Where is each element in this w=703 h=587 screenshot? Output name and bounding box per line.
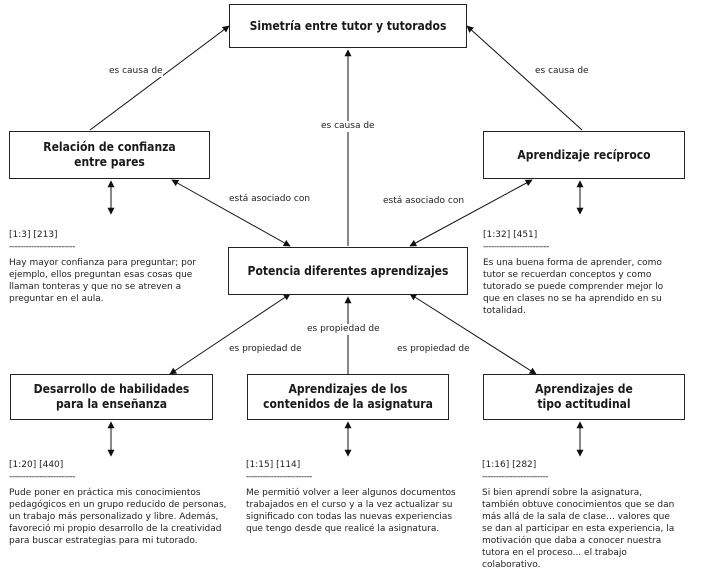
edge-actitudinal-potencia: [409, 293, 537, 375]
edge-label-propiedad-right: es propiedad de: [397, 344, 470, 355]
quote-text: Es una buena forma de aprender, como tut…: [483, 258, 664, 316]
quote-ref: [1:16] [282]: [482, 460, 537, 470]
edge-label-propiedad-left: es propiedad de: [229, 344, 302, 355]
quote-text: Hay mayor confianza para preguntar; por …: [9, 258, 197, 304]
node-contenidos: Aprendizajes de los contenidos de la asi…: [247, 374, 449, 420]
quote-text: Pude poner en práctica mis conocimientos…: [9, 488, 227, 546]
edge-label-asociado-left: está asociado con: [229, 194, 311, 205]
node-reciproco: Aprendizaje recíproco: [483, 131, 685, 179]
edge-habilidades-potencia: [169, 293, 291, 375]
edge-label-causa-center: es causa de: [321, 121, 375, 132]
quote-ref: [1:3] [213]: [9, 230, 58, 240]
node-habilidades: Desarrollo de habilidades para la enseña…: [10, 374, 213, 420]
quote-contenidos: [1:15] [114] ------------------------ Me…: [246, 459, 458, 535]
edge-reciproco-potencia: [409, 179, 533, 247]
node-actitudinal: Aprendizajes de tipo actitudinal: [483, 374, 685, 420]
quote-habilidades: [1:20] [440] ------------------------ Pu…: [9, 459, 227, 547]
quote-actitudinal: [1:16] [282] ------------------------ Si…: [482, 459, 678, 571]
quote-ref: [1:32] [451]: [483, 230, 538, 240]
edge-label-asociado-right: está asociado con: [383, 196, 465, 207]
quote-separator: ------------------------: [246, 472, 312, 482]
node-potencia: Potencia diferentes aprendizajes: [228, 247, 468, 295]
quote-separator: ------------------------: [483, 242, 549, 252]
edge-confianza-simetria: [89, 25, 230, 131]
edge-reciproco-simetria: [466, 25, 583, 131]
quote-separator: ------------------------: [9, 242, 75, 252]
quote-ref: [1:15] [114]: [246, 460, 301, 470]
edge-label-causa-left: es causa de: [109, 66, 163, 77]
quote-reciproco: [1:32] [451] ------------------------ Es…: [483, 229, 679, 317]
quote-ref: [1:20] [440]: [9, 460, 64, 470]
edge-label-propiedad-center: es propiedad de: [307, 324, 380, 335]
edge-label-causa-right: es causa de: [535, 66, 589, 77]
node-confianza: Relación de confianza entre pares: [9, 131, 210, 179]
node-simetria: Simetría entre tutor y tutorados: [229, 4, 467, 48]
quote-text: Me permitió volver a leer algunos docume…: [246, 488, 456, 534]
quote-separator: ------------------------: [482, 472, 548, 482]
quote-confianza: [1:3] [213] ------------------------ Hay…: [9, 229, 197, 305]
edge-confianza-potencia: [171, 179, 291, 247]
quote-separator: ------------------------: [9, 472, 75, 482]
quote-text: Si bien aprendí sobre la asignatura, tam…: [482, 488, 675, 570]
